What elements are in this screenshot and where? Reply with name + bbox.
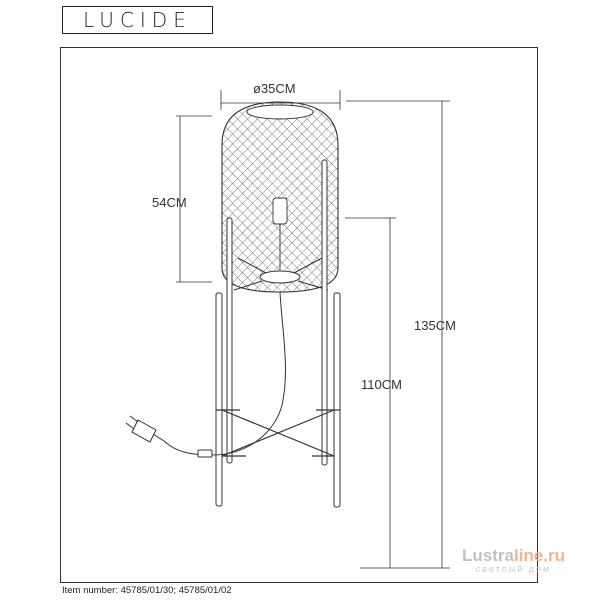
total-height-label: 135CM bbox=[414, 318, 456, 333]
lower-support-cross bbox=[216, 409, 340, 457]
watermark-accent: line.ru bbox=[513, 546, 565, 565]
shade-height-label: 54CM bbox=[152, 195, 187, 210]
shade-height-dimension-line bbox=[176, 115, 212, 283]
watermark-main: Lustraline.ru bbox=[462, 547, 565, 564]
base-height-label: 110CM bbox=[361, 377, 402, 392]
upper-support-cross bbox=[233, 257, 329, 291]
site-watermark: Lustraline.ru светлый дом bbox=[462, 547, 565, 575]
power-plug bbox=[125, 415, 157, 443]
drawing-frame bbox=[60, 47, 538, 583]
item-number: Item number: 45785/01/30; 45785/01/02 bbox=[62, 585, 232, 596]
brand-logo-text: LUCIDE bbox=[83, 8, 192, 32]
lamp-legs bbox=[215, 159, 341, 508]
bulb-socket bbox=[272, 197, 288, 270]
base-height-dimension-line bbox=[345, 217, 396, 568]
diameter-label: ø35CM bbox=[253, 81, 296, 96]
total-height-dimension-line bbox=[346, 100, 450, 569]
watermark-sub: светлый дом bbox=[475, 564, 552, 574]
brand-logo: LUCIDE bbox=[62, 6, 213, 34]
watermark-prefix: Lustra bbox=[462, 546, 514, 565]
